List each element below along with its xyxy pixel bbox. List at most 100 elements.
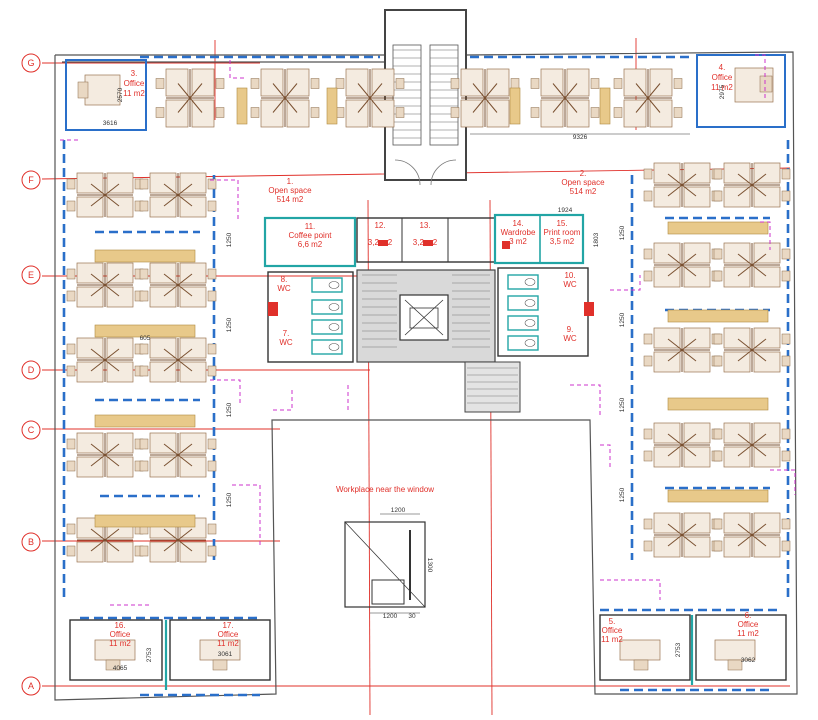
- chair: [643, 270, 653, 282]
- chair: [713, 190, 723, 202]
- desk-divider: [163, 183, 193, 207]
- chair: [781, 270, 791, 282]
- svg-text:1250: 1250: [226, 317, 233, 332]
- chair: [207, 268, 217, 280]
- storage-cabinet: [94, 324, 196, 338]
- chair: [215, 78, 225, 89]
- wc-8-num: 8.: [281, 275, 288, 284]
- svg-text:Office: Office: [712, 73, 733, 82]
- workstation-cluster: [139, 337, 217, 383]
- chair: [781, 518, 791, 530]
- left-workstations: [66, 172, 217, 563]
- toilet: [524, 278, 536, 286]
- wc-7-name: WC: [279, 338, 293, 347]
- desk-divider: [90, 348, 120, 372]
- storage-cabinet: [667, 221, 769, 235]
- desk-divider: [90, 528, 120, 552]
- storage-cabinet: [599, 87, 611, 125]
- chair: [713, 428, 723, 440]
- desk-divider: [737, 338, 767, 362]
- print-room-name: Print room: [544, 228, 581, 237]
- desk-divider: [552, 83, 578, 113]
- chair: [643, 428, 653, 440]
- chair: [781, 540, 791, 552]
- desk-divider: [272, 83, 298, 113]
- window-workplace-detail: Workplace near the window 1200 1200 30 1…: [336, 485, 434, 620]
- dimension-labels: 1250 1250 1250 1250 1250 1250 1250 1250 …: [140, 225, 626, 507]
- wc-9-name: WC: [563, 334, 577, 343]
- print-room-num: 15.: [556, 219, 567, 228]
- axis-bubble-b: B: [21, 532, 41, 552]
- room-12-num: 12.: [374, 221, 385, 230]
- chair: [713, 450, 723, 462]
- svg-text:4.: 4.: [719, 63, 726, 72]
- chair: [450, 78, 460, 89]
- toilet: [524, 339, 536, 347]
- workstation-cluster: [335, 68, 405, 128]
- workstation-cluster: [66, 337, 144, 383]
- chair: [66, 460, 76, 472]
- service-core: [263, 213, 594, 413]
- workstation-cluster: [613, 68, 683, 128]
- toilet: [328, 303, 340, 311]
- chair: [713, 518, 723, 530]
- wardrobe-name: Wardrobe: [501, 228, 536, 237]
- chair: [590, 107, 600, 118]
- zone-outlines: [60, 54, 796, 606]
- open-space-1-num: 1.: [287, 177, 294, 186]
- open-space-1-name: Open space: [268, 186, 312, 195]
- chair: [66, 365, 76, 377]
- desk-divider: [667, 523, 697, 547]
- chair: [613, 78, 623, 89]
- chair: [66, 343, 76, 355]
- chair: [66, 290, 76, 302]
- desk-divider: [163, 443, 193, 467]
- svg-text:17.: 17.: [222, 621, 233, 630]
- room-13-num: 13.: [419, 221, 430, 230]
- open-space-2-num: 2.: [580, 169, 587, 178]
- wc-stall: [311, 319, 343, 335]
- svg-text:A: A: [28, 681, 34, 691]
- svg-text:2753: 2753: [146, 647, 153, 662]
- wc-10-num: 10.: [564, 271, 575, 280]
- svg-text:E: E: [28, 270, 34, 280]
- chair: [139, 178, 149, 190]
- coffee-area: 6,6 m2: [298, 240, 323, 249]
- chair: [66, 545, 76, 557]
- office-6: 6. Office 11 m2 3062: [690, 611, 787, 685]
- chair: [335, 78, 345, 89]
- chair: [155, 78, 165, 89]
- workstation-cluster: [250, 68, 320, 128]
- wc-stall: [311, 277, 343, 293]
- svg-text:B: B: [28, 537, 34, 547]
- coffee-name: Coffee point: [289, 231, 333, 240]
- wc-stall: [311, 339, 343, 355]
- svg-text:1250: 1250: [226, 492, 233, 507]
- chair: [643, 190, 653, 202]
- toilet: [328, 323, 340, 331]
- desk-divider: [667, 338, 697, 362]
- desk-divider: [163, 348, 193, 372]
- axis-bubble-e: E: [21, 265, 41, 285]
- desk-divider: [737, 433, 767, 457]
- workstation-cluster: [66, 172, 144, 218]
- svg-text:4065: 4065: [113, 665, 128, 672]
- svg-text:30: 30: [408, 613, 416, 620]
- room-13-area: 3,2 m2: [413, 238, 438, 247]
- storage-cabinet: [94, 514, 196, 528]
- desk-divider: [90, 443, 120, 467]
- axis-bubble-g: G: [21, 53, 41, 73]
- chair: [643, 333, 653, 345]
- chair: [207, 460, 217, 472]
- wc-9-num: 9.: [567, 325, 574, 334]
- workstation-cluster: [713, 242, 791, 288]
- toilet: [328, 343, 340, 351]
- workstation-cluster: [139, 172, 217, 218]
- chair: [713, 168, 723, 180]
- chair: [713, 540, 723, 552]
- storage-cabinet: [667, 309, 769, 323]
- wc-stall: [507, 295, 539, 311]
- desk-divider: [177, 83, 203, 113]
- desk-divider: [737, 253, 767, 277]
- wc-stall: [507, 274, 539, 290]
